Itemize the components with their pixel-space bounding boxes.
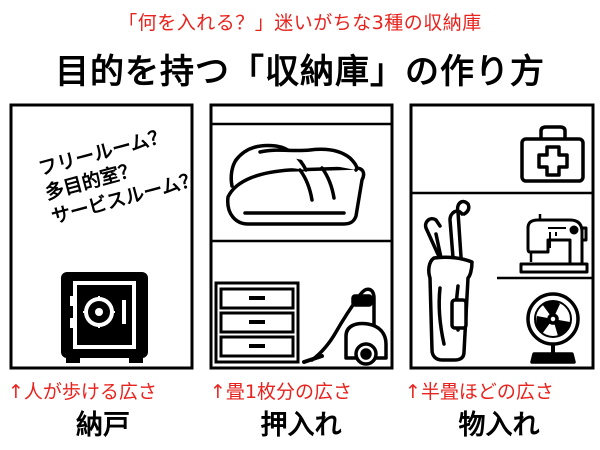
golf-bag-icon xyxy=(423,199,474,362)
drawer-chest-icon xyxy=(214,281,300,364)
futon-icon xyxy=(226,143,366,226)
panel-nando xyxy=(9,103,194,370)
name-nando: 納戸 xyxy=(76,410,130,441)
caption-monoire: ↑半畳ほどの広さ xyxy=(405,381,554,403)
caption-oshiire: ↑畳1枚分の広さ xyxy=(210,381,353,403)
safe-icon xyxy=(61,272,148,363)
panel-monoire xyxy=(409,103,595,370)
sewing-machine-icon xyxy=(519,214,589,274)
name-oshiire: 押入れ xyxy=(260,410,342,441)
vacuum-cleaner-icon xyxy=(302,287,388,366)
caption-nando: ↑人が歩ける広さ xyxy=(8,381,157,403)
panel-oshiire xyxy=(209,103,394,370)
subtitle: 「何を入れる？」迷いがちな3種の収納庫 xyxy=(118,12,482,34)
first-aid-kit-icon xyxy=(520,125,585,183)
page-title: 目的を持つ「収納庫」の作り方 xyxy=(55,52,545,92)
name-monoire: 物入れ xyxy=(458,410,540,441)
electric-fan-icon xyxy=(526,292,580,364)
